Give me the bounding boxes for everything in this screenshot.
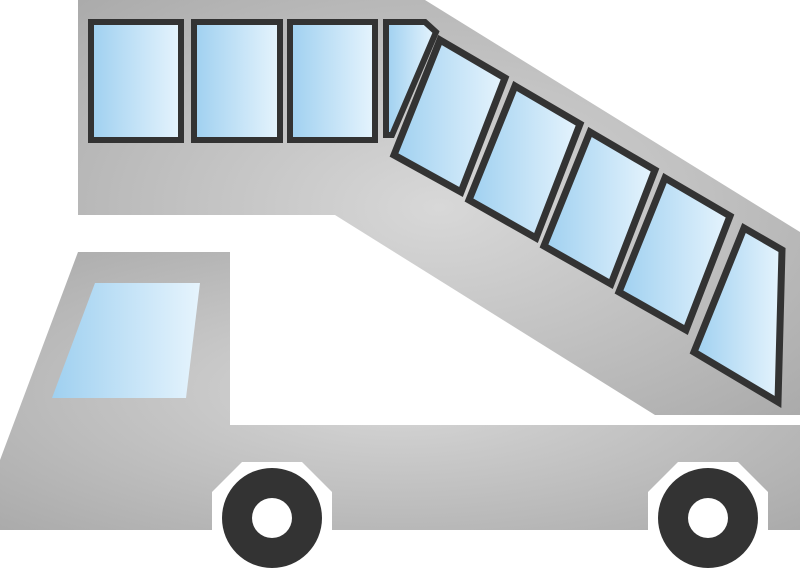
window: [88, 19, 184, 143]
truck-body: [0, 252, 800, 530]
cab-window: [52, 283, 200, 398]
window: [464, 80, 585, 244]
window: [689, 222, 786, 409]
window: [614, 172, 735, 336]
window: [539, 126, 660, 290]
upper-windows: [88, 19, 440, 143]
stair-windows: [389, 34, 786, 409]
window: [191, 19, 283, 143]
front-wheel-hub: [252, 498, 292, 538]
window: [383, 19, 440, 138]
rear-wheel-hub: [688, 498, 728, 538]
window: [287, 19, 378, 143]
window: [389, 34, 510, 198]
